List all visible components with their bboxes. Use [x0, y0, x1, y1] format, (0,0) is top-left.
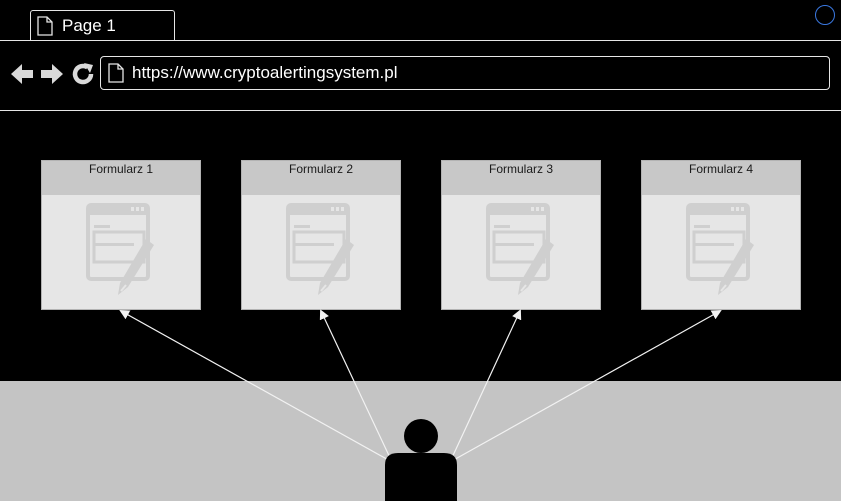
form-card-title: Formularz 4	[688, 162, 753, 176]
form-card-1[interactable]: Formularz 1	[41, 160, 201, 310]
form-card-title: Formularz 2	[288, 162, 353, 176]
form-edit-icon	[286, 203, 354, 295]
window-control-circle-icon[interactable]	[815, 5, 835, 25]
page-icon	[37, 16, 53, 36]
form-card-header: Formularz 3	[442, 161, 600, 195]
form-card-2[interactable]: Formularz 2	[241, 160, 401, 310]
reload-icon[interactable]	[71, 62, 95, 86]
tabbar-divider	[0, 40, 841, 41]
tab-label: Page 1	[62, 16, 116, 35]
form-card-4[interactable]: Formularz 4	[641, 160, 801, 310]
arrow-to-form-4	[449, 310, 722, 463]
arrow-to-form-1	[119, 310, 393, 463]
form-card-title: Formularz 3	[488, 162, 553, 176]
toolbar-divider	[0, 110, 841, 111]
form-card-3[interactable]: Formularz 3	[441, 160, 601, 310]
address-bar[interactable]: https://www.cryptoalertingsystem.pl	[100, 56, 830, 90]
form-edit-icon	[486, 203, 554, 295]
tab-page-1[interactable]: Page 1	[30, 10, 175, 40]
form-card-header: Formularz 1	[42, 161, 200, 195]
arrow-to-form-3	[449, 309, 522, 463]
form-edit-icon	[86, 203, 154, 295]
back-arrow-icon[interactable]	[10, 62, 34, 86]
forward-arrow-icon[interactable]	[40, 62, 64, 86]
form-card-header: Formularz 4	[642, 161, 800, 195]
user-icon	[385, 419, 457, 501]
url-text[interactable]: https://www.cryptoalertingsystem.pl	[132, 63, 398, 82]
page-icon	[108, 63, 124, 83]
form-card-header: Formularz 2	[242, 161, 400, 195]
form-edit-icon	[686, 203, 754, 295]
arrow-to-form-2	[319, 309, 393, 463]
form-card-title: Formularz 1	[88, 162, 153, 176]
